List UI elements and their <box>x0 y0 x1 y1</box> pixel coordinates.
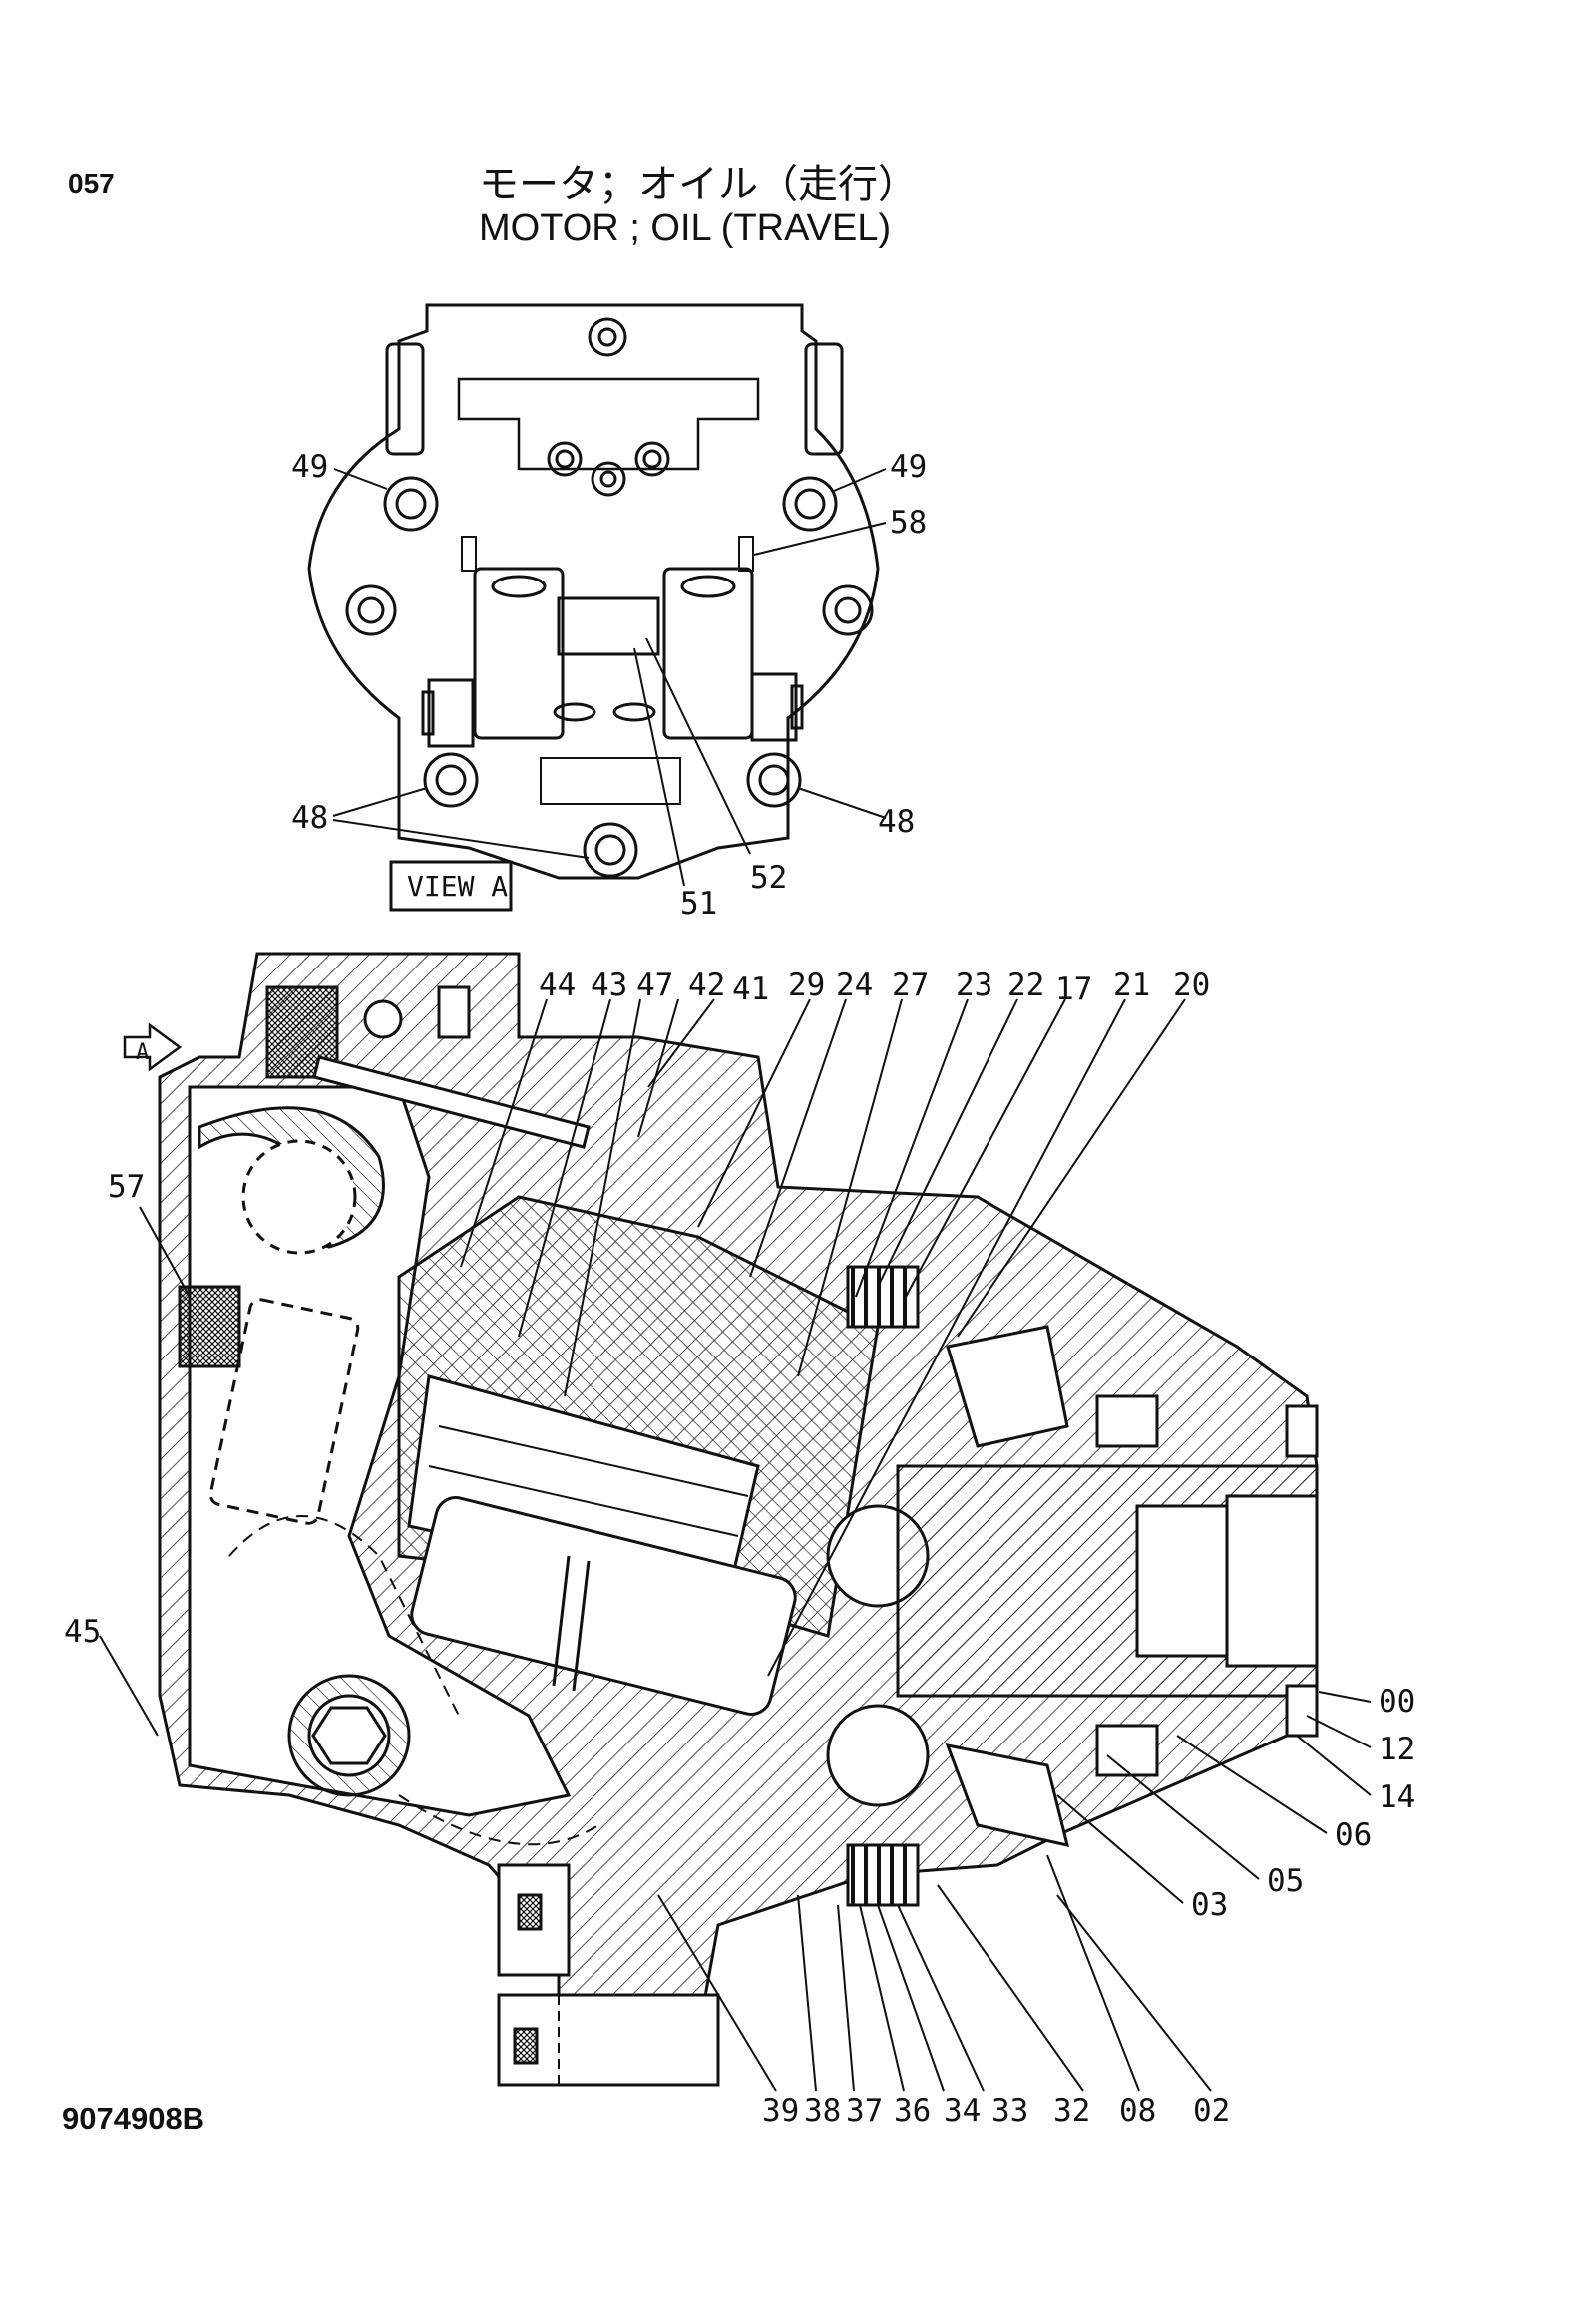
callout-48-right: 48 <box>878 804 915 840</box>
callout-05: 05 <box>1267 1863 1304 1899</box>
callout-57: 57 <box>108 1169 145 1205</box>
callout-44: 44 <box>539 968 576 1003</box>
callout-21: 21 <box>1113 968 1150 1003</box>
callout-49-left: 49 <box>291 449 328 485</box>
callout-32: 32 <box>1053 2093 1090 2129</box>
callout-58: 58 <box>890 505 927 541</box>
title-japanese: モータ；オイル（走行） <box>479 162 918 207</box>
section-callouts-left: 57 45 <box>64 1169 145 1650</box>
callout-36: 36 <box>894 2093 931 2129</box>
callout-02: 02 <box>1193 2093 1230 2129</box>
callout-22: 22 <box>1007 968 1044 1003</box>
section-callouts-right: 00 12 14 06 05 03 <box>1191 1684 1415 1923</box>
callout-33: 33 <box>991 2093 1028 2129</box>
title-english: MOTOR ; OIL (TRAVEL) <box>479 207 892 249</box>
callout-49-right: 49 <box>890 449 927 485</box>
callout-48-left: 48 <box>291 800 328 836</box>
callout-06: 06 <box>1335 1817 1372 1853</box>
arrow-label: A <box>136 1040 149 1065</box>
callout-17: 17 <box>1055 971 1092 1007</box>
callout-08: 08 <box>1119 2093 1156 2129</box>
callout-41: 41 <box>732 971 769 1007</box>
callout-47: 47 <box>636 968 673 1003</box>
callout-00: 00 <box>1379 1684 1415 1720</box>
callout-03: 03 <box>1191 1887 1228 1923</box>
callout-12: 12 <box>1379 1732 1415 1767</box>
view-a-label: VIEW A <box>407 870 508 903</box>
view-a-drawing <box>307 303 880 880</box>
callout-39: 39 <box>762 2093 799 2129</box>
callout-37: 37 <box>846 2093 883 2129</box>
callout-42: 42 <box>688 968 725 1003</box>
view-a-callouts: 49 49 58 48 48 51 52 <box>291 449 927 922</box>
callout-20: 20 <box>1173 968 1210 1003</box>
page-code: 057 <box>68 168 115 198</box>
callout-34: 34 <box>944 2093 981 2129</box>
callout-45: 45 <box>64 1614 101 1650</box>
callout-23: 23 <box>956 968 992 1003</box>
callout-14: 14 <box>1379 1779 1415 1815</box>
callout-24: 24 <box>836 968 873 1003</box>
callout-27: 27 <box>892 968 929 1003</box>
view-a-direction-arrow: A <box>123 1022 183 1072</box>
callout-38: 38 <box>804 2093 841 2129</box>
section-drawing <box>158 952 1319 2087</box>
section-callouts-top: 44 43 47 42 41 29 24 27 23 22 17 21 20 <box>539 968 1210 1007</box>
drawing-number: 9074908B <box>62 2101 205 2135</box>
callout-51: 51 <box>680 886 717 922</box>
view-a-label-box: VIEW A <box>389 860 513 912</box>
callout-29: 29 <box>788 968 825 1003</box>
callout-43: 43 <box>591 968 627 1003</box>
callout-52: 52 <box>750 860 787 896</box>
section-callouts-bottom: 39 38 37 36 34 33 32 08 02 <box>762 2093 1230 2129</box>
